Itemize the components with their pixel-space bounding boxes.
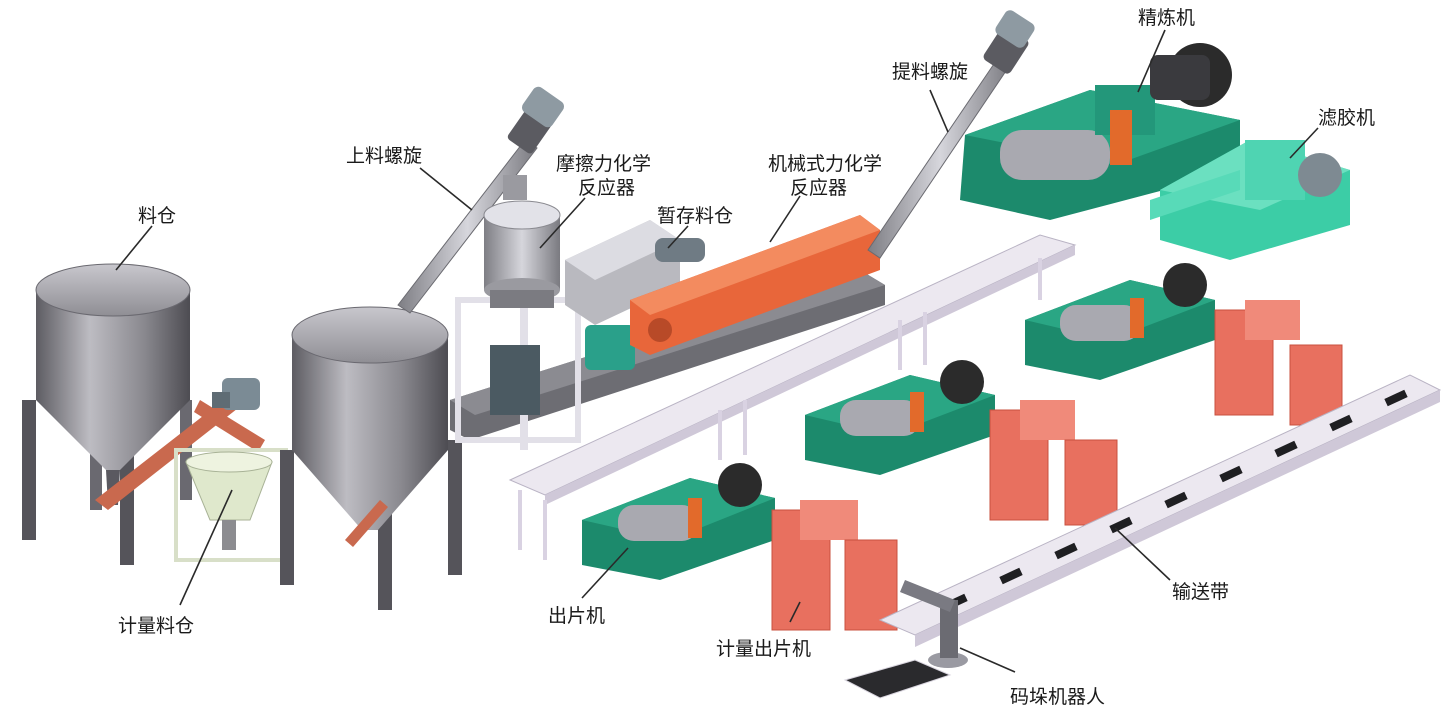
label-lift-screw: 提料螺旋 (892, 61, 968, 83)
refiner-top (960, 43, 1240, 220)
lift-screw (867, 10, 1035, 259)
label-meter-bin: 计量料仓 (118, 615, 194, 637)
sheet-out-machine-2 (805, 360, 995, 475)
label-mech-reactor-2: 反应器 (790, 177, 847, 199)
meter-sheet-out-3 (1214, 300, 1343, 426)
meter-sheet-out-2 (989, 400, 1118, 526)
label-silo: 料仓 (138, 205, 176, 227)
label-feed-screw: 上料螺旋 (346, 145, 422, 167)
label-meter-sheet-out: 计量出片机 (716, 638, 811, 660)
feed-screw (397, 86, 564, 314)
label-palletizing-robot: 码垛机器人 (1010, 686, 1105, 708)
sheet-out-machine-3 (1025, 263, 1215, 380)
label-refiner: 精炼机 (1138, 7, 1195, 29)
silo-1 (22, 263, 192, 565)
label-buffer-bin: 暂存料仓 (657, 205, 733, 227)
leader-lines (115, 29, 1319, 673)
label-conveyor: 输送带 (1172, 581, 1229, 603)
mechanical-reactor (630, 215, 880, 355)
silo-2 (280, 306, 462, 610)
label-friction-reactor-2: 反应器 (578, 177, 635, 199)
palletizing-robot (843, 580, 968, 699)
meter-sheet-out-1 (771, 500, 898, 631)
output-conveyor (878, 374, 1442, 647)
label-sheet-out: 出片机 (548, 605, 605, 627)
sheet-out-machine-1 (582, 463, 775, 580)
label-mech-reactor-1: 机械式力化学 (768, 153, 882, 175)
strainer (1150, 140, 1350, 260)
buffer-bin (565, 220, 705, 370)
meter-bin (95, 378, 288, 562)
inclined-conveyor (508, 234, 1077, 560)
label-strainer: 滤胶机 (1318, 107, 1375, 129)
label-friction-reactor-1: 摩擦力化学 (556, 153, 651, 175)
friction-reactor (455, 200, 581, 450)
